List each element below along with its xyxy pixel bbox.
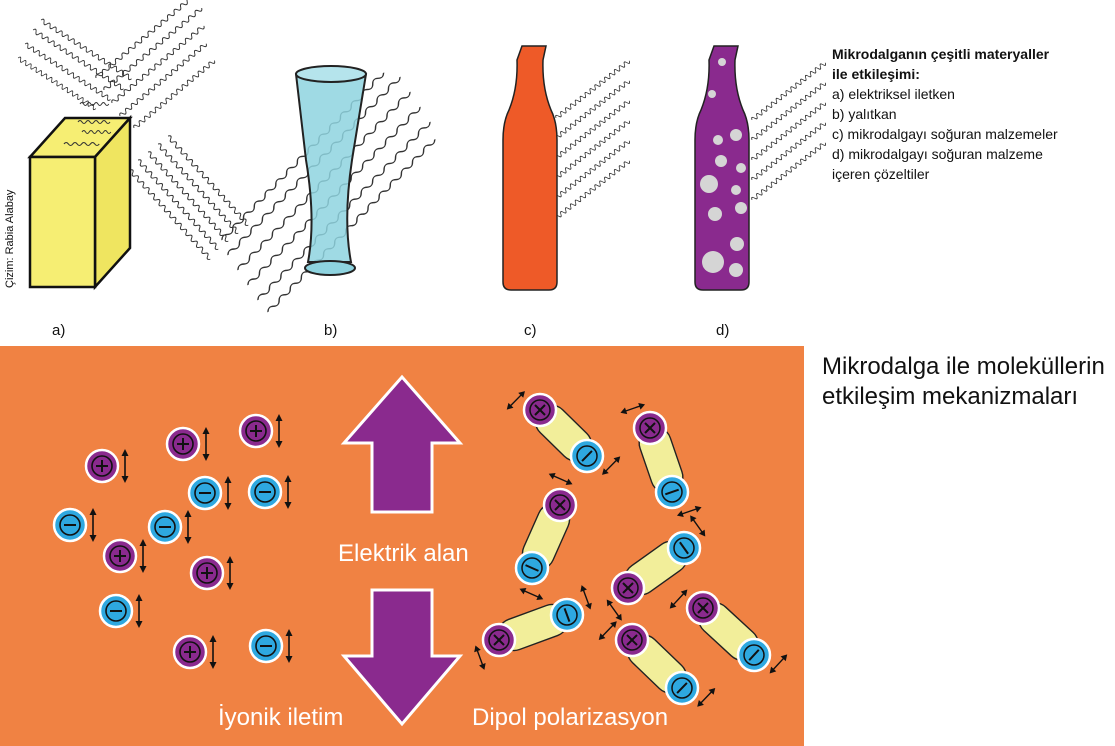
label-d: d) (716, 322, 730, 339)
arrow-down-icon (340, 588, 464, 727)
double-arrow-icon (209, 635, 217, 669)
double-arrow-icon (606, 599, 622, 621)
dipole-molecule (474, 585, 592, 670)
dipole-molecule (669, 589, 788, 674)
legend-item-c: c) mikrodalgayı soğuran malzemeler (832, 126, 1058, 142)
insulator-illustration (219, 65, 437, 315)
dipole-polarization-group (474, 391, 788, 707)
minus-ion-icon (666, 530, 702, 566)
double-arrow-icon (602, 456, 621, 475)
glass-base (304, 260, 356, 276)
double-arrow-icon (226, 556, 234, 590)
bottle-particles (700, 58, 747, 277)
minus-ion-icon (147, 509, 192, 545)
absorber-illustration (502, 45, 631, 291)
label-a: a) (52, 322, 66, 339)
ionic-conduction-group (52, 413, 293, 670)
deflected-waves (128, 134, 251, 262)
glass-body (294, 67, 368, 263)
dipole-molecule (506, 391, 621, 475)
plus-ion-icon (238, 413, 283, 449)
legend-title-line1: Mikrodalganın çeşitli materyaller (832, 46, 1050, 62)
dipole-molecule (620, 402, 702, 518)
double-arrow-icon (598, 621, 617, 640)
bottle-c-waves (554, 58, 631, 221)
minus-ion-icon (514, 550, 550, 586)
plus-ion-icon (84, 448, 129, 484)
double-arrow-icon (690, 515, 706, 537)
illustration-credit: Çizim: Rabia Alabay (4, 189, 16, 288)
electric-field-label: Elektrik alan (338, 540, 469, 567)
block-front-face (28, 155, 97, 289)
double-arrow-icon (506, 391, 525, 410)
mechanisms-title: Mikrodalga ile moleküllerin etkileşim me… (822, 352, 1105, 412)
double-arrow-icon (184, 510, 192, 544)
mechanisms-title-line2: etkileşim mekanizmaları (822, 383, 1079, 410)
minus-ion-icon (248, 628, 293, 664)
legend-title-line2: ile etkileşimi: (832, 66, 920, 82)
plus-ion-icon (481, 622, 517, 658)
dipole-molecule (514, 472, 578, 601)
label-c: c) (524, 322, 537, 339)
minus-ion-icon (52, 507, 97, 543)
double-arrow-icon (769, 654, 788, 674)
reflected-waves (94, 0, 217, 131)
double-arrow-icon (135, 594, 143, 628)
minus-ion-icon (654, 474, 690, 510)
plus-ion-icon (542, 487, 578, 523)
double-arrow-icon (275, 414, 283, 448)
orange-bottle (502, 45, 558, 291)
dipole-polarization-label: Dipol polarizasyon (472, 704, 669, 731)
plus-ion-icon (102, 538, 147, 574)
plus-ion-icon (614, 622, 650, 658)
legend-item-d: d) mikrodalgayı soğuran malzeme (832, 146, 1043, 162)
double-arrow-icon (519, 587, 544, 601)
double-arrow-icon (121, 449, 129, 483)
plus-ion-icon (165, 426, 210, 462)
plus-ion-icon (172, 634, 217, 670)
dipole-molecule (606, 515, 706, 621)
double-arrow-icon (224, 476, 232, 510)
label-b: b) (324, 322, 338, 339)
conductor-illustration (16, 0, 251, 291)
minus-ion-icon (187, 475, 232, 511)
minus-ion-icon (549, 597, 585, 633)
dipole-molecule (598, 621, 716, 707)
minus-ion-icon (736, 637, 772, 673)
plus-ion-icon (685, 590, 721, 626)
double-arrow-icon (89, 508, 97, 542)
purple-bottle (694, 45, 750, 291)
minus-ion-icon (247, 474, 292, 510)
legend-item-b: b) yalıtkan (832, 106, 897, 122)
legend-item-d-cont: içeren çözeltiler (832, 166, 930, 182)
minus-ion-icon (569, 438, 605, 474)
double-arrow-icon (548, 472, 573, 486)
ionic-conduction-label: İyonik iletim (218, 704, 344, 731)
double-arrow-icon (669, 589, 688, 609)
arrow-up-icon (340, 374, 464, 514)
minus-ion-icon (664, 670, 700, 706)
double-arrow-icon (474, 645, 486, 670)
double-arrow-icon (620, 402, 646, 415)
double-arrow-icon (285, 629, 293, 663)
plus-ion-icon (610, 570, 646, 606)
double-arrow-icon (284, 475, 292, 509)
minus-ion-icon (98, 593, 143, 629)
double-arrow-icon (139, 539, 147, 573)
bottle-d-waves (750, 60, 827, 203)
plus-ion-icon (522, 392, 558, 428)
legend-item-a: a) elektriksel iletken (832, 86, 955, 102)
double-arrow-icon (697, 688, 716, 707)
double-arrow-icon (580, 585, 592, 610)
mechanisms-title-line1: Mikrodalga ile moleküllerin (822, 353, 1105, 380)
double-arrow-icon (202, 427, 210, 461)
legend: Mikrodalganın çeşitli materyaller ile et… (832, 44, 1102, 184)
glass-rim (295, 65, 367, 83)
solution-illustration (694, 45, 827, 291)
plus-ion-icon (189, 555, 234, 591)
plus-ion-icon (632, 410, 668, 446)
double-arrow-icon (676, 505, 702, 518)
